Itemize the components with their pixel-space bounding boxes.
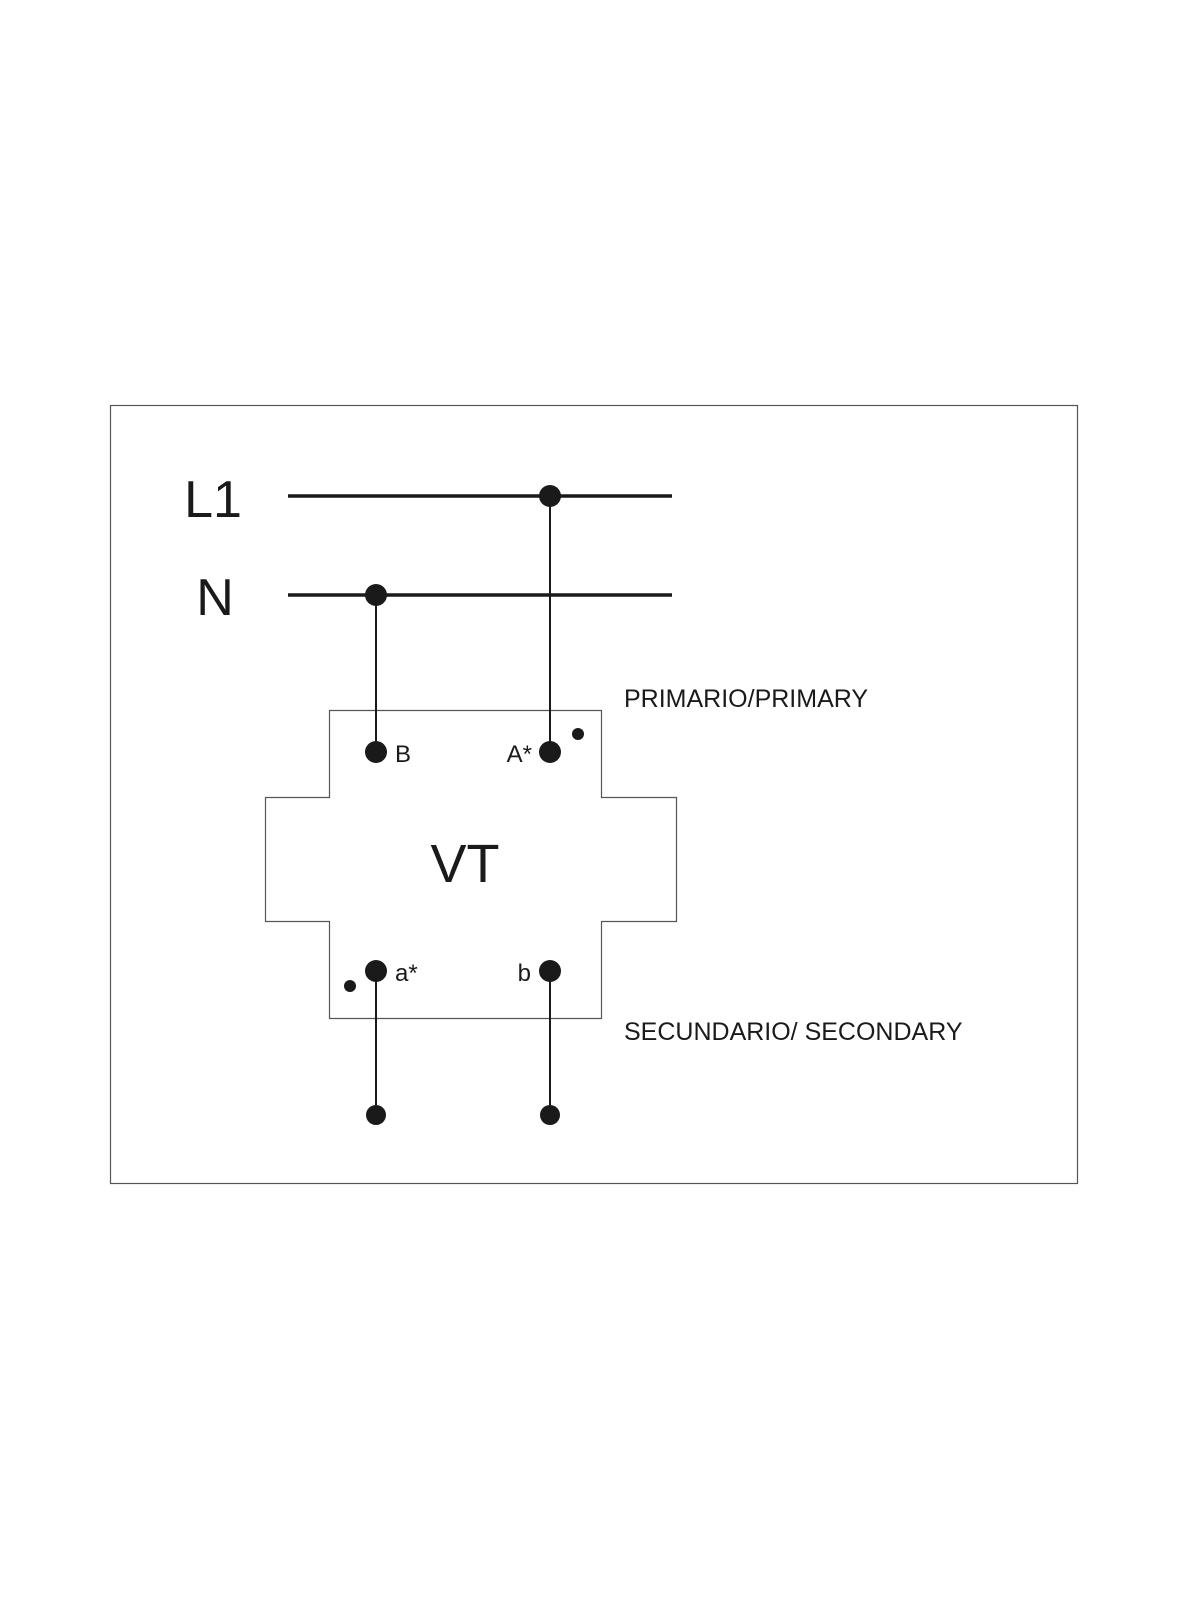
vt-body — [264, 709, 678, 1020]
secondary-caption: SECUNDARIO/ SECONDARY — [624, 1018, 963, 1046]
terminal-primary-b — [365, 741, 387, 763]
n-label: N — [196, 569, 234, 627]
terminal-label-primary-a: A* — [507, 741, 532, 768]
polarity-dot-primary — [572, 728, 584, 740]
terminal-label-secondary-a: a* — [395, 960, 418, 987]
primary-caption: PRIMARIO/PRIMARY — [624, 685, 868, 713]
l1-label: L1 — [184, 471, 242, 529]
terminal-primary-a — [539, 741, 561, 763]
diagram-frame — [109, 404, 1079, 1185]
terminal-label-secondary-b: b — [518, 960, 531, 987]
n-junction-dot — [365, 584, 387, 606]
l1-junction-dot — [539, 485, 561, 507]
terminal-label-primary-b: B — [395, 741, 411, 768]
vt-label: VT — [430, 834, 499, 894]
terminal-secondary-a — [365, 960, 387, 982]
output-dot-a — [366, 1105, 386, 1125]
polarity-dot-secondary — [344, 980, 356, 992]
terminal-secondary-b — [539, 960, 561, 982]
output-dot-b — [540, 1105, 560, 1125]
